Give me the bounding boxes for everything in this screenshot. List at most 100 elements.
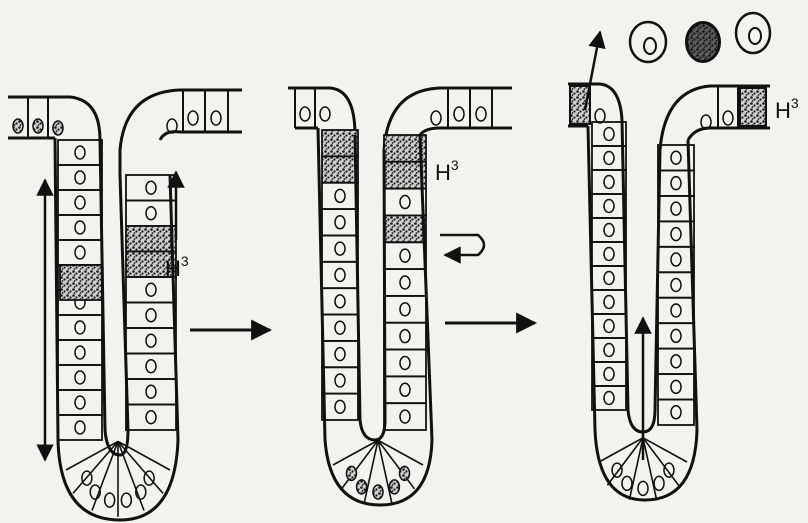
cell-nucleus (671, 329, 681, 342)
epithelial-cell (58, 240, 102, 265)
crypt-base-nucleus (373, 485, 383, 499)
epithelial-cell (384, 269, 426, 296)
epithelial-cell (592, 170, 626, 194)
cell-nucleus (400, 196, 410, 209)
epithelial-cell (384, 403, 426, 430)
cell-nucleus (335, 242, 345, 255)
h3-label-2: H3 (435, 157, 459, 185)
cell-nucleus (604, 224, 614, 237)
cell-nucleus (671, 304, 681, 317)
cell-nucleus (335, 216, 345, 229)
crypt-base-nucleus (389, 480, 399, 494)
epithelial-cell (126, 328, 176, 354)
epithelial-cell (322, 209, 358, 235)
epithelial-cell (658, 400, 694, 425)
crypt-panel-1: H3 (8, 90, 242, 520)
cell-nucleus (75, 246, 85, 259)
cell-nucleus (146, 385, 156, 398)
cell-nucleus (671, 380, 681, 393)
epithelial-cell (322, 235, 358, 261)
labeled-cell (384, 215, 426, 242)
labeled-cell (60, 265, 102, 300)
cell-nucleus (335, 269, 345, 282)
crypt-base-cell-wall (599, 438, 643, 462)
epithelial-cell (592, 314, 626, 338)
epithelial-cell (658, 298, 694, 323)
crypt-base-cell-wall (66, 441, 118, 470)
surface-epithelium-right-3 (660, 86, 770, 150)
cell-nucleus (400, 276, 410, 289)
epithelial-cell (58, 140, 102, 165)
cell-nucleus (604, 392, 614, 405)
epithelial-cell (384, 189, 426, 216)
epithelial-cell (322, 394, 358, 420)
cell-nucleus (400, 303, 410, 316)
epithelial-cell (126, 303, 176, 329)
cell-nucleus (75, 421, 85, 434)
epithelial-cell (592, 290, 626, 314)
cell-nucleus (75, 196, 85, 209)
surface-epithelium-left-2 (288, 88, 355, 135)
labeled-cell (322, 130, 358, 156)
released-cells (630, 13, 770, 62)
cell-nucleus (400, 356, 410, 369)
cell-nucleus (400, 383, 410, 396)
epithelial-cell (592, 218, 626, 242)
surface-epithelium-right-1 (120, 90, 242, 175)
epithelial-cell (658, 323, 694, 348)
epithelial-cell (592, 242, 626, 266)
cell-nucleus (604, 248, 614, 261)
crypt-base-nucleus (105, 493, 115, 507)
epithelial-cell (58, 165, 102, 190)
epithelial-cell (658, 221, 694, 246)
epithelial-cell (58, 365, 102, 390)
cell-nucleus (75, 321, 85, 334)
cell-nucleus (604, 152, 614, 165)
crypt-base-nucleus (638, 481, 648, 495)
epithelial-cell (384, 242, 426, 269)
epithelial-cell (126, 175, 176, 201)
h3-label-3: H3 (775, 95, 799, 123)
crypt-base-cell-wall (378, 440, 423, 465)
cell-nucleus (671, 406, 681, 419)
released-cell-clear (736, 13, 770, 53)
cell-nucleus (671, 151, 681, 164)
epithelial-cell (322, 288, 358, 314)
released-cell-clear (630, 22, 666, 62)
cell-nucleus (75, 371, 85, 384)
cell-nucleus (671, 202, 681, 215)
cell-nucleus (146, 309, 156, 322)
epithelial-cell (592, 146, 626, 170)
crypt-base-nucleus (400, 466, 410, 480)
epithelial-cell (322, 183, 358, 209)
epithelial-cell (322, 262, 358, 288)
recirculation-arrow (440, 235, 484, 255)
cell-nucleus (146, 283, 156, 296)
cell-nucleus (604, 368, 614, 381)
crypt-cells-1 (58, 140, 176, 517)
crypt-panel-2: H3 (288, 88, 512, 505)
surface-epithelium-left-3 (568, 84, 622, 126)
cell-nucleus (75, 221, 85, 234)
crypt-base-nucleus (612, 463, 622, 477)
epithelial-cell (58, 190, 102, 215)
epithelial-cell (58, 390, 102, 415)
crypt-base-nucleus (357, 480, 367, 494)
crypt-panel-3: H3 (568, 13, 799, 500)
cell-nucleus (75, 346, 85, 359)
cell-nucleus (604, 296, 614, 309)
epithelial-cell (126, 201, 176, 227)
epithelial-cell (58, 340, 102, 365)
cell-nucleus (671, 355, 681, 368)
epithelial-cell (58, 215, 102, 240)
crypt-base-cell-wall (643, 438, 687, 462)
cell-nucleus (400, 410, 410, 423)
cell-nucleus (604, 320, 614, 333)
epithelial-cell (126, 405, 176, 431)
cell-nucleus (335, 295, 345, 308)
labeled-cell (126, 226, 176, 252)
cell-nucleus (146, 411, 156, 424)
epithelial-cell (384, 350, 426, 377)
crypt-outline-1 (55, 138, 178, 520)
cell-nucleus (671, 228, 681, 241)
